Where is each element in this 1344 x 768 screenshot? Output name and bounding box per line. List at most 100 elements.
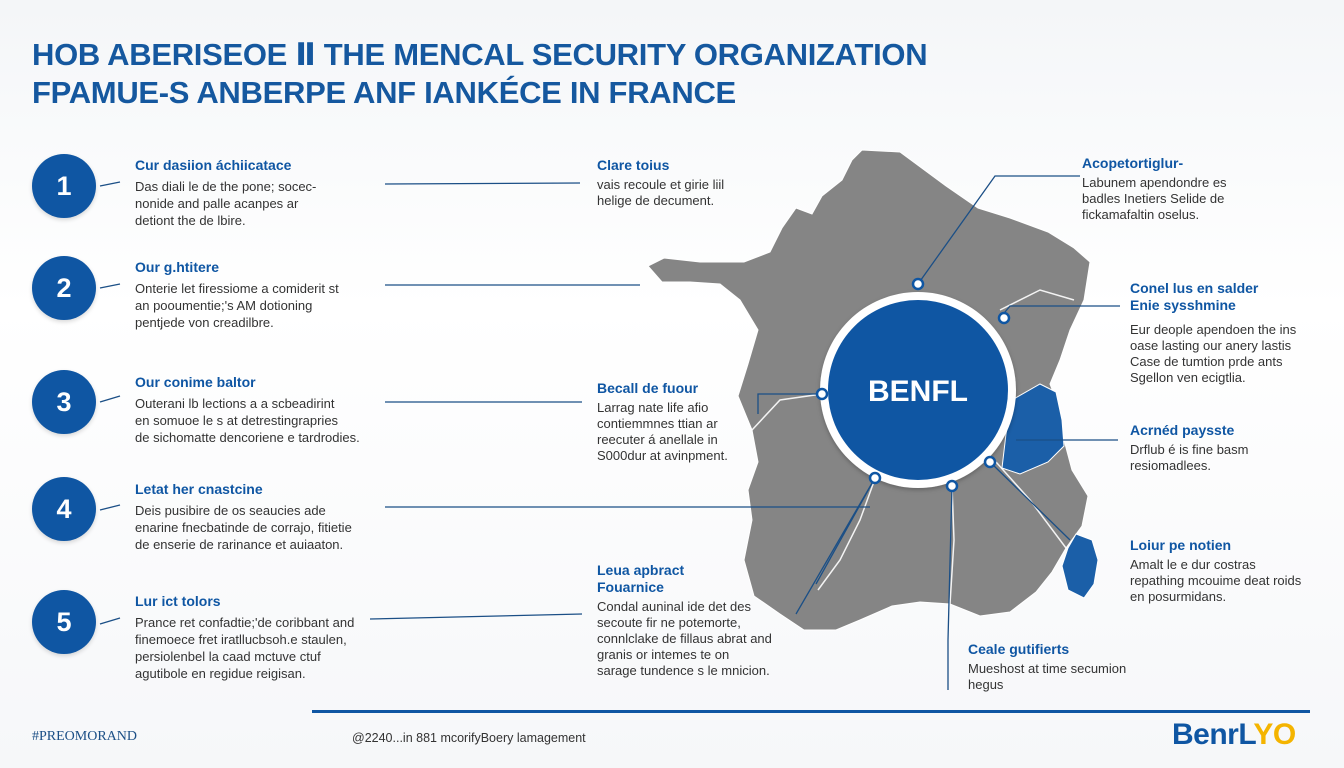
callout-line: badles Inetiers Selide de (1082, 191, 1225, 206)
callout-line: Mueshost at time secumion (968, 661, 1127, 676)
eastern-region-highlight (1001, 383, 1065, 475)
callout-line: Amalt le e dur costras (1130, 557, 1256, 572)
step-title: Lur ict tolors (135, 593, 221, 609)
callout-line: hegus (968, 677, 1004, 692)
callout-body: Mueshost at time secumion hegus (968, 661, 1148, 693)
callout-line: S000dur at avinpment. (597, 448, 728, 463)
callout-title: Acopetortiglur- (1082, 155, 1184, 171)
step-connectors (99, 181, 870, 625)
footer-divider (312, 710, 1310, 713)
step-line: Das diali le de the pone; socec- (135, 179, 317, 194)
step-line: agutibole en regidue reigisan. (135, 666, 306, 681)
callout-body: Amalt le e dur costras repathing mcouime… (1130, 557, 1315, 605)
step-line: de enserie de rarinance et auiaaton. (135, 537, 344, 552)
callout-line: sarage tundence s le mnicion. (597, 663, 770, 678)
logo-main-text: BenrL (1172, 718, 1254, 751)
callout-body: vais recoule et girie liil helige de dec… (597, 177, 787, 209)
footer-copyright: @2240...in 881 mcorifyBoery lamagement (352, 731, 586, 745)
callout-body: Eur deople apendoen the ins oase lasting… (1130, 322, 1315, 386)
step-body: Deis pusibire de os seaucies ade enarine… (135, 502, 380, 553)
step-line: de sichomatte dencoriene e tardrodies. (135, 430, 360, 445)
step-4: Letat her cnastcine Deis pusibire de os … (135, 480, 380, 553)
step-title: Letat her cnastcine (135, 481, 263, 497)
callout-title: Loiur pe notien (1130, 537, 1232, 553)
step-line: nonide and palle acanpes ar (135, 196, 299, 211)
title-line-2: FPAMUE-S ANBERPE ANF IANKÉCE IN FRANCE (32, 75, 736, 110)
callout-line: connlclake de fillaus abrat and (597, 631, 772, 646)
callout-title: Ceale gutifierts (968, 641, 1070, 657)
callout-title: Clare toius (597, 157, 670, 173)
brand-logo: BenrLYO (1172, 718, 1296, 752)
callout-leua-apbract: Leua apbract Fouarnice Condal auninal id… (597, 562, 797, 679)
step-line: finemoece fret iratllucbsoh.e staulen, (135, 632, 347, 647)
callout-line: Case de tumtion prde ants (1130, 354, 1283, 369)
step-2: Our g.htitere Onterie let firessiome a c… (135, 258, 380, 331)
step-number-2: 2 (32, 256, 96, 320)
callout-line: en posurmidans. (1130, 589, 1227, 604)
callout-line: Condal auninal ide det des (597, 599, 751, 614)
step-line: persiolenbel la caad mctuve ctuf (135, 649, 321, 664)
page-title: HOB ABERISEOE Ⅱ THE MENCAL SECURITY ORGA… (32, 36, 1032, 112)
step-line: en somuoe le s at detrestingrapries (135, 413, 339, 428)
step-line: Outerani lb lections a a scbeadirint (135, 396, 335, 411)
callout-clare-toius: Clare toius vais recoule et girie liil h… (597, 157, 787, 209)
callout-body: Labunem apendondre es badles Inetiers Se… (1082, 175, 1252, 223)
step-number-3: 3 (32, 370, 96, 434)
callout-acrned-paysste: Acrnéd paysste Drflub é is fine basm res… (1130, 422, 1300, 474)
region-borders (751, 289, 1075, 605)
callout-title: Conel lus en salder Enie sysshmine (1130, 280, 1259, 313)
logo-accent-text: YO (1253, 718, 1296, 751)
center-hub (828, 300, 1008, 480)
step-line: pentjede von creadilbre. (135, 315, 274, 330)
title-line-1: HOB ABERISEOE Ⅱ THE MENCAL SECURITY ORGA… (32, 37, 928, 72)
step-body: Onterie let firessiome a comiderit st an… (135, 280, 380, 331)
callout-line: Eur deople apendoen the ins (1130, 322, 1297, 337)
step-body: Das diali le de the pone; socec- nonide … (135, 178, 395, 229)
callout-line: oase lasting our anery lastis (1130, 338, 1292, 353)
callout-line: reecuter á anellale in (597, 432, 718, 447)
callout-title: Becall de fuour (597, 380, 699, 396)
callout-line: contiemmnes ttian ar (597, 416, 718, 431)
footer-hashtag: #PREOMORAND (32, 729, 138, 744)
step-number-1: 1 (32, 154, 96, 218)
callout-line: fickamafaltin oselus. (1082, 207, 1200, 222)
step-number-4: 4 (32, 477, 96, 541)
callout-line: granis or intemes te on (597, 647, 730, 662)
step-title: Cur dasiion áchiicatace (135, 157, 292, 173)
callout-line: vais recoule et girie liil (597, 177, 725, 192)
callout-becall-de-fuour: Becall de fuour Larrag nate life afio co… (597, 380, 747, 464)
callout-title: Acrnéd paysste (1130, 422, 1235, 438)
step-title: Our conime baltor (135, 374, 256, 390)
callout-body: Drflub é is fine basm resiomadlees. (1130, 442, 1300, 474)
callout-line: helige de decument. (597, 193, 715, 208)
step-1: Cur dasiion áchiicatace Das diali le de … (135, 156, 395, 229)
step-line: enarine fnecbatinde de corrajo, fitietie (135, 520, 352, 535)
callout-body: Larrag nate life afio contiemmnes ttian … (597, 400, 747, 464)
step-3: Our conime baltor Outerani lb lections a… (135, 373, 380, 446)
callout-body: Condal auninal ide det des secoute fir n… (597, 599, 797, 679)
callout-line: Labunem apendondre es (1082, 175, 1227, 190)
callout-line: repathing mcouime deat roids (1130, 573, 1302, 588)
step-number-5: 5 (32, 590, 96, 654)
callout-acopetortiglur: Acopetortiglur- Labunem apendondre es ba… (1082, 155, 1252, 223)
callout-line: resiomadlees. (1130, 458, 1211, 473)
callout-line: Sgellon ven ecigtlia. (1130, 370, 1246, 385)
callout-conel-lus: Conel lus en salder Enie sysshmine Eur d… (1130, 280, 1315, 386)
step-line: an pooumentie;'s AM dotioning (135, 298, 313, 313)
callout-loiur-pe-notien: Loiur pe notien Amalt le e dur costras r… (1130, 537, 1315, 605)
corsica-shape (1061, 533, 1099, 599)
callout-ceale-gutifierts: Ceale gutifierts Mueshost at time secumi… (968, 641, 1148, 693)
step-line: detiont the de lbire. (135, 213, 246, 228)
step-line: Prance ret confadtie;'de coribbant and (135, 615, 355, 630)
step-line: Onterie let firessiome a comiderit st (135, 281, 339, 296)
callout-line: Drflub é is fine basm (1130, 442, 1249, 457)
step-body: Outerani lb lections a a scbeadirint en … (135, 395, 380, 446)
callout-line: Larrag nate life afio (597, 400, 709, 415)
callout-title: Leua apbract Fouarnice (597, 562, 685, 595)
connector-dots (815, 277, 1011, 493)
callout-line: secoute fir ne potemorte, (597, 615, 741, 630)
step-title: Our g.htitere (135, 259, 220, 275)
center-hub-label: BENFL (868, 375, 968, 408)
step-body: Prance ret confadtie;'de coribbant and f… (135, 614, 370, 682)
